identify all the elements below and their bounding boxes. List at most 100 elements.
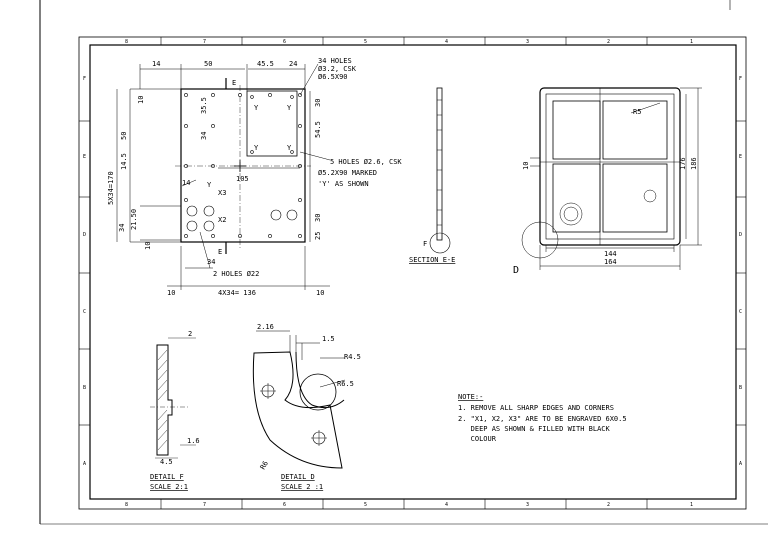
grid-bottom-6: 6 <box>283 502 286 508</box>
grid-right-A: A <box>739 461 742 467</box>
dim-4x34: 4X34= 136 <box>218 289 256 297</box>
detailf-dim-2: 2 <box>188 330 192 338</box>
label-Y-5: Y <box>207 181 212 189</box>
grid-right-C: C <box>739 309 742 315</box>
top-view <box>116 63 331 290</box>
dim-34-bottom: 34 <box>207 258 215 266</box>
grid-right-D: D <box>739 232 742 238</box>
dim-10-bottom-right: 10 <box>316 289 324 297</box>
detaild-title: DETAIL D <box>281 473 315 481</box>
grid-left-C: C <box>83 309 86 315</box>
grid-right-E: E <box>739 154 742 160</box>
section-title: SECTION E-E <box>409 256 455 264</box>
label-X2: X2 <box>218 216 226 224</box>
note-line-3: DEEP AS SHOWN & FILLED WITH BLACK <box>458 425 611 433</box>
label-X3: X3 <box>218 189 226 197</box>
dim-34-left: 34 <box>118 224 126 232</box>
dim-50-vertical: 50 <box>120 132 128 140</box>
dim-25: 25 <box>314 232 322 240</box>
dim-34-mid: 34 <box>200 132 208 140</box>
dim-24: 24 <box>289 60 297 68</box>
grid-left-E: E <box>83 154 86 160</box>
detail-d <box>252 330 346 469</box>
grid-bottom-7: 7 <box>203 502 206 508</box>
right-view <box>521 87 702 270</box>
detaild-dim-2-16: 2.16 <box>257 323 274 331</box>
label-Y-2: Y <box>287 104 292 112</box>
section-detail-letter: F <box>423 240 427 248</box>
dim-105: 105 <box>236 175 249 183</box>
label-Y-1: Y <box>254 104 259 112</box>
holes-5-line1: 5 HOLES Ø2.6, CSK <box>330 158 402 166</box>
grid-top-6: 6 <box>283 39 286 45</box>
holes-34-line1: 34 HOLES <box>318 57 352 65</box>
radius-R5: R5 <box>633 108 641 116</box>
label-Y-3: Y <box>254 144 259 152</box>
label-Y-4: Y <box>287 144 292 152</box>
dim-10-left: 10 <box>144 242 152 250</box>
detail-f <box>150 337 196 459</box>
grid-top-1: 1 <box>690 39 693 45</box>
detaild-radius-R6: R6 <box>259 460 270 471</box>
dim-30a: 30 <box>314 99 322 107</box>
label-E-bottom: E <box>218 248 222 256</box>
note-line-4: COLOUR <box>458 435 497 443</box>
detailf-scale: SCALE 2:1 <box>150 483 188 491</box>
detailf-dim-4-5: 4.5 <box>160 458 173 466</box>
note-title: NOTE:- <box>458 393 483 401</box>
dim-10-bottom-left: 10 <box>167 289 175 297</box>
note-line-1: 1. REMOVE ALL SHARP EDGES AND CORNERS <box>458 404 614 412</box>
grid-left-A: A <box>83 461 86 467</box>
detail-D-callout: D <box>513 265 519 276</box>
grid-top-2: 2 <box>607 39 610 45</box>
detaild-radius-R6-5: R6.5 <box>337 380 354 388</box>
grid-top-7: 7 <box>203 39 206 45</box>
grid-left-D: D <box>83 232 86 238</box>
dim-10-right-view: 10 <box>522 162 530 170</box>
dim-45-5: 45.5 <box>257 60 274 68</box>
section-view <box>429 87 451 254</box>
grid-bottom-3: 3 <box>526 502 529 508</box>
detaild-dim-1-5: 1.5 <box>322 335 335 343</box>
holes-5-line2: Ø5.2X90 MARKED <box>318 169 377 177</box>
grid-top-8: 8 <box>125 39 128 45</box>
grid-bottom-8: 8 <box>125 502 128 508</box>
dim-35-5: 35.5 <box>200 97 208 114</box>
detaild-scale: SCALE 2 :1 <box>281 483 323 491</box>
grid-top-5: 5 <box>364 39 367 45</box>
dim-14b: 14 <box>182 179 190 187</box>
dim-14-5: 14.5 <box>120 153 128 170</box>
dim-5x34: 5X34=170 <box>107 171 115 205</box>
grid-right-B: B <box>739 385 742 391</box>
dim-186: 186 <box>690 157 698 170</box>
holes-34-line2: Ø3.2, CSK <box>318 65 357 73</box>
grid-bottom-5: 5 <box>364 502 367 508</box>
holes-34-line3: Ø6.5X90 <box>318 73 348 81</box>
grid-top-3: 3 <box>526 39 529 45</box>
grid-left-F: F <box>83 76 86 82</box>
holes-2-label: 2 HOLES Ø22 <box>213 270 259 278</box>
grid-bottom-4: 4 <box>445 502 448 508</box>
grid-bottom-1: 1 <box>690 502 693 508</box>
detailf-title: DETAIL F <box>150 473 184 481</box>
grid-top-4: 4 <box>445 39 448 45</box>
dim-54-5: 54.5 <box>314 121 322 138</box>
holes-5-line3: 'Y' AS SHOWN <box>318 180 369 188</box>
dim-30b: 30 <box>314 214 322 222</box>
note-line-2: 2. "X1, X2, X3" ARE TO BE ENGRAVED 6X0.5 <box>458 415 627 423</box>
label-E-top: E <box>232 79 236 87</box>
dim-176: 176 <box>679 157 687 170</box>
grid-right-F: F <box>739 76 742 82</box>
dim-14: 14 <box>152 60 160 68</box>
detailf-dim-1-6: 1.6 <box>187 437 200 445</box>
dim-144: 144 <box>604 250 617 258</box>
grid-left-B: B <box>83 385 86 391</box>
dim-10-top: 10 <box>137 96 145 104</box>
grid-bottom-2: 2 <box>607 502 610 508</box>
inner-border <box>89 44 737 500</box>
dim-50: 50 <box>204 60 212 68</box>
dim-21-50: 21.50 <box>130 209 138 230</box>
dim-164: 164 <box>604 258 617 266</box>
detaild-radius-R4-5: R4.5 <box>344 353 361 361</box>
